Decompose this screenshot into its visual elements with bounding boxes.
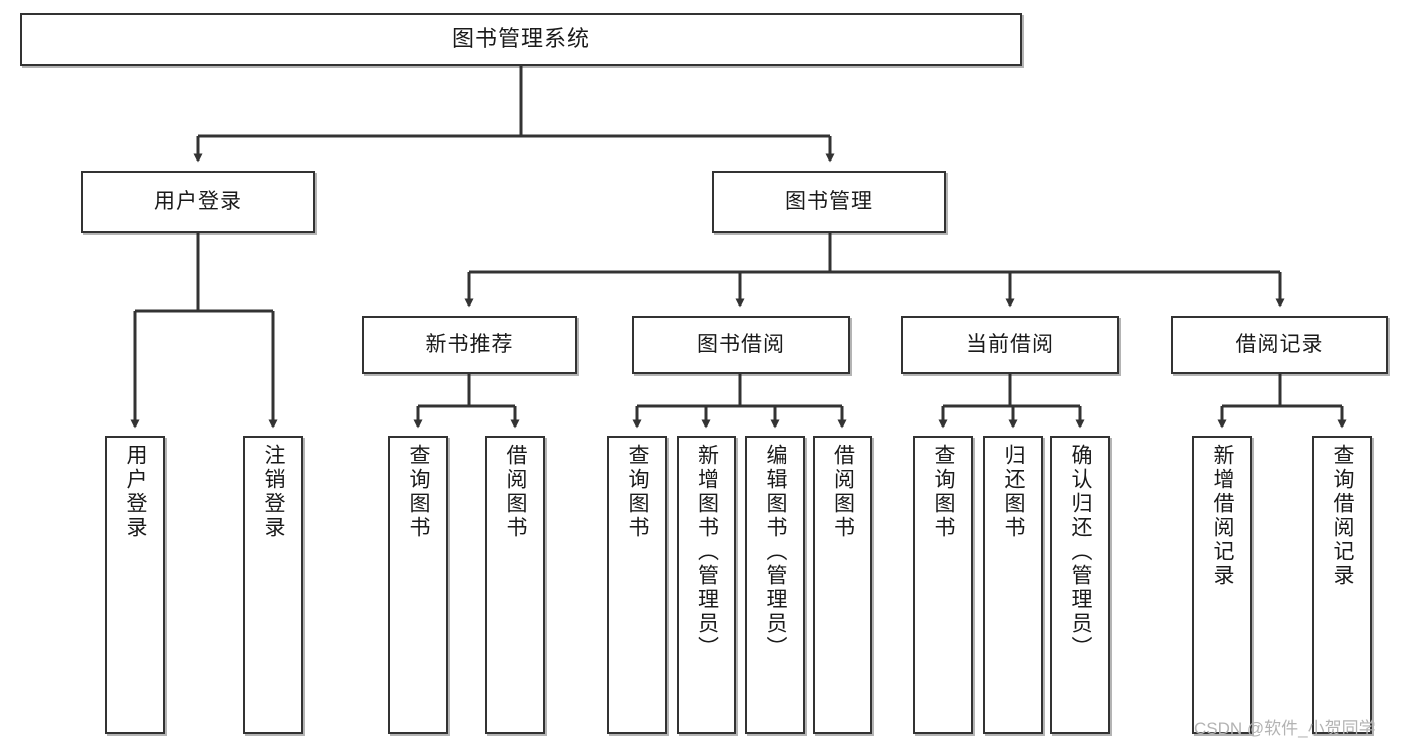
node-new-book-recommend-label: 新书推荐: [425, 333, 514, 357]
node-leaf-query-book-2-label: 查询图书: [626, 444, 650, 540]
node-book-management[interactable]: 图书管理: [712, 171, 946, 233]
node-new-book-recommend[interactable]: 新书推荐: [362, 316, 577, 374]
node-borrow-record-label: 借阅记录: [1235, 333, 1324, 357]
node-user-login[interactable]: 用户登录: [81, 171, 315, 233]
csdn-watermark: CSDN @软件_小贺同学: [1194, 714, 1376, 739]
node-leaf-borrow-book-2[interactable]: 借阅图书: [813, 436, 872, 734]
node-leaf-borrow-book-1[interactable]: 借阅图书: [485, 436, 545, 734]
node-current-borrow-label: 当前借阅: [966, 333, 1054, 357]
node-book-borrow[interactable]: 图书借阅: [632, 316, 850, 374]
csdn-watermark-text: CSDN @软件_小贺同学: [1194, 719, 1376, 738]
node-leaf-confirm-return-admin[interactable]: 确认归还（管理员）: [1050, 436, 1110, 734]
node-leaf-query-book-1-label: 查询图书: [407, 444, 431, 540]
node-leaf-query-borrow-record-label: 查询借阅记录: [1331, 444, 1355, 588]
node-leaf-add-book-admin[interactable]: 新增图书（管理员）: [677, 436, 736, 734]
node-leaf-logout[interactable]: 注销登录: [243, 436, 303, 734]
node-leaf-add-book-admin-label: 新增图书（管理员）: [695, 444, 719, 660]
node-root-label: 图书管理系统: [451, 26, 590, 52]
node-leaf-return-book[interactable]: 归还图书: [983, 436, 1043, 734]
node-book-borrow-label: 图书借阅: [697, 333, 785, 357]
node-leaf-confirm-return-admin-label: 确认归还（管理员）: [1069, 444, 1093, 660]
node-leaf-borrow-book-2-label: 借阅图书: [831, 444, 855, 540]
node-leaf-borrow-book-1-label: 借阅图书: [504, 444, 528, 540]
node-leaf-query-book-3[interactable]: 查询图书: [913, 436, 973, 734]
node-leaf-edit-book-admin[interactable]: 编辑图书（管理员）: [745, 436, 805, 734]
node-book-management-label: 图书管理: [785, 190, 873, 214]
node-leaf-edit-book-admin-label: 编辑图书（管理员）: [764, 444, 788, 660]
node-leaf-logout-label: 注销登录: [262, 444, 286, 540]
node-leaf-query-borrow-record[interactable]: 查询借阅记录: [1312, 436, 1372, 734]
node-leaf-query-book-1[interactable]: 查询图书: [388, 436, 448, 734]
node-root[interactable]: 图书管理系统: [20, 13, 1022, 66]
node-leaf-return-book-label: 归还图书: [1002, 444, 1026, 540]
node-leaf-add-borrow-record[interactable]: 新增借阅记录: [1192, 436, 1252, 734]
node-leaf-user-login-label: 用户登录: [124, 444, 148, 540]
node-leaf-user-login[interactable]: 用户登录: [105, 436, 165, 734]
node-leaf-query-book-3-label: 查询图书: [932, 444, 956, 540]
node-leaf-add-borrow-record-label: 新增借阅记录: [1211, 444, 1235, 588]
node-current-borrow[interactable]: 当前借阅: [901, 316, 1119, 374]
node-user-login-label: 用户登录: [154, 190, 242, 214]
node-borrow-record[interactable]: 借阅记录: [1171, 316, 1388, 374]
node-leaf-query-book-2[interactable]: 查询图书: [607, 436, 667, 734]
